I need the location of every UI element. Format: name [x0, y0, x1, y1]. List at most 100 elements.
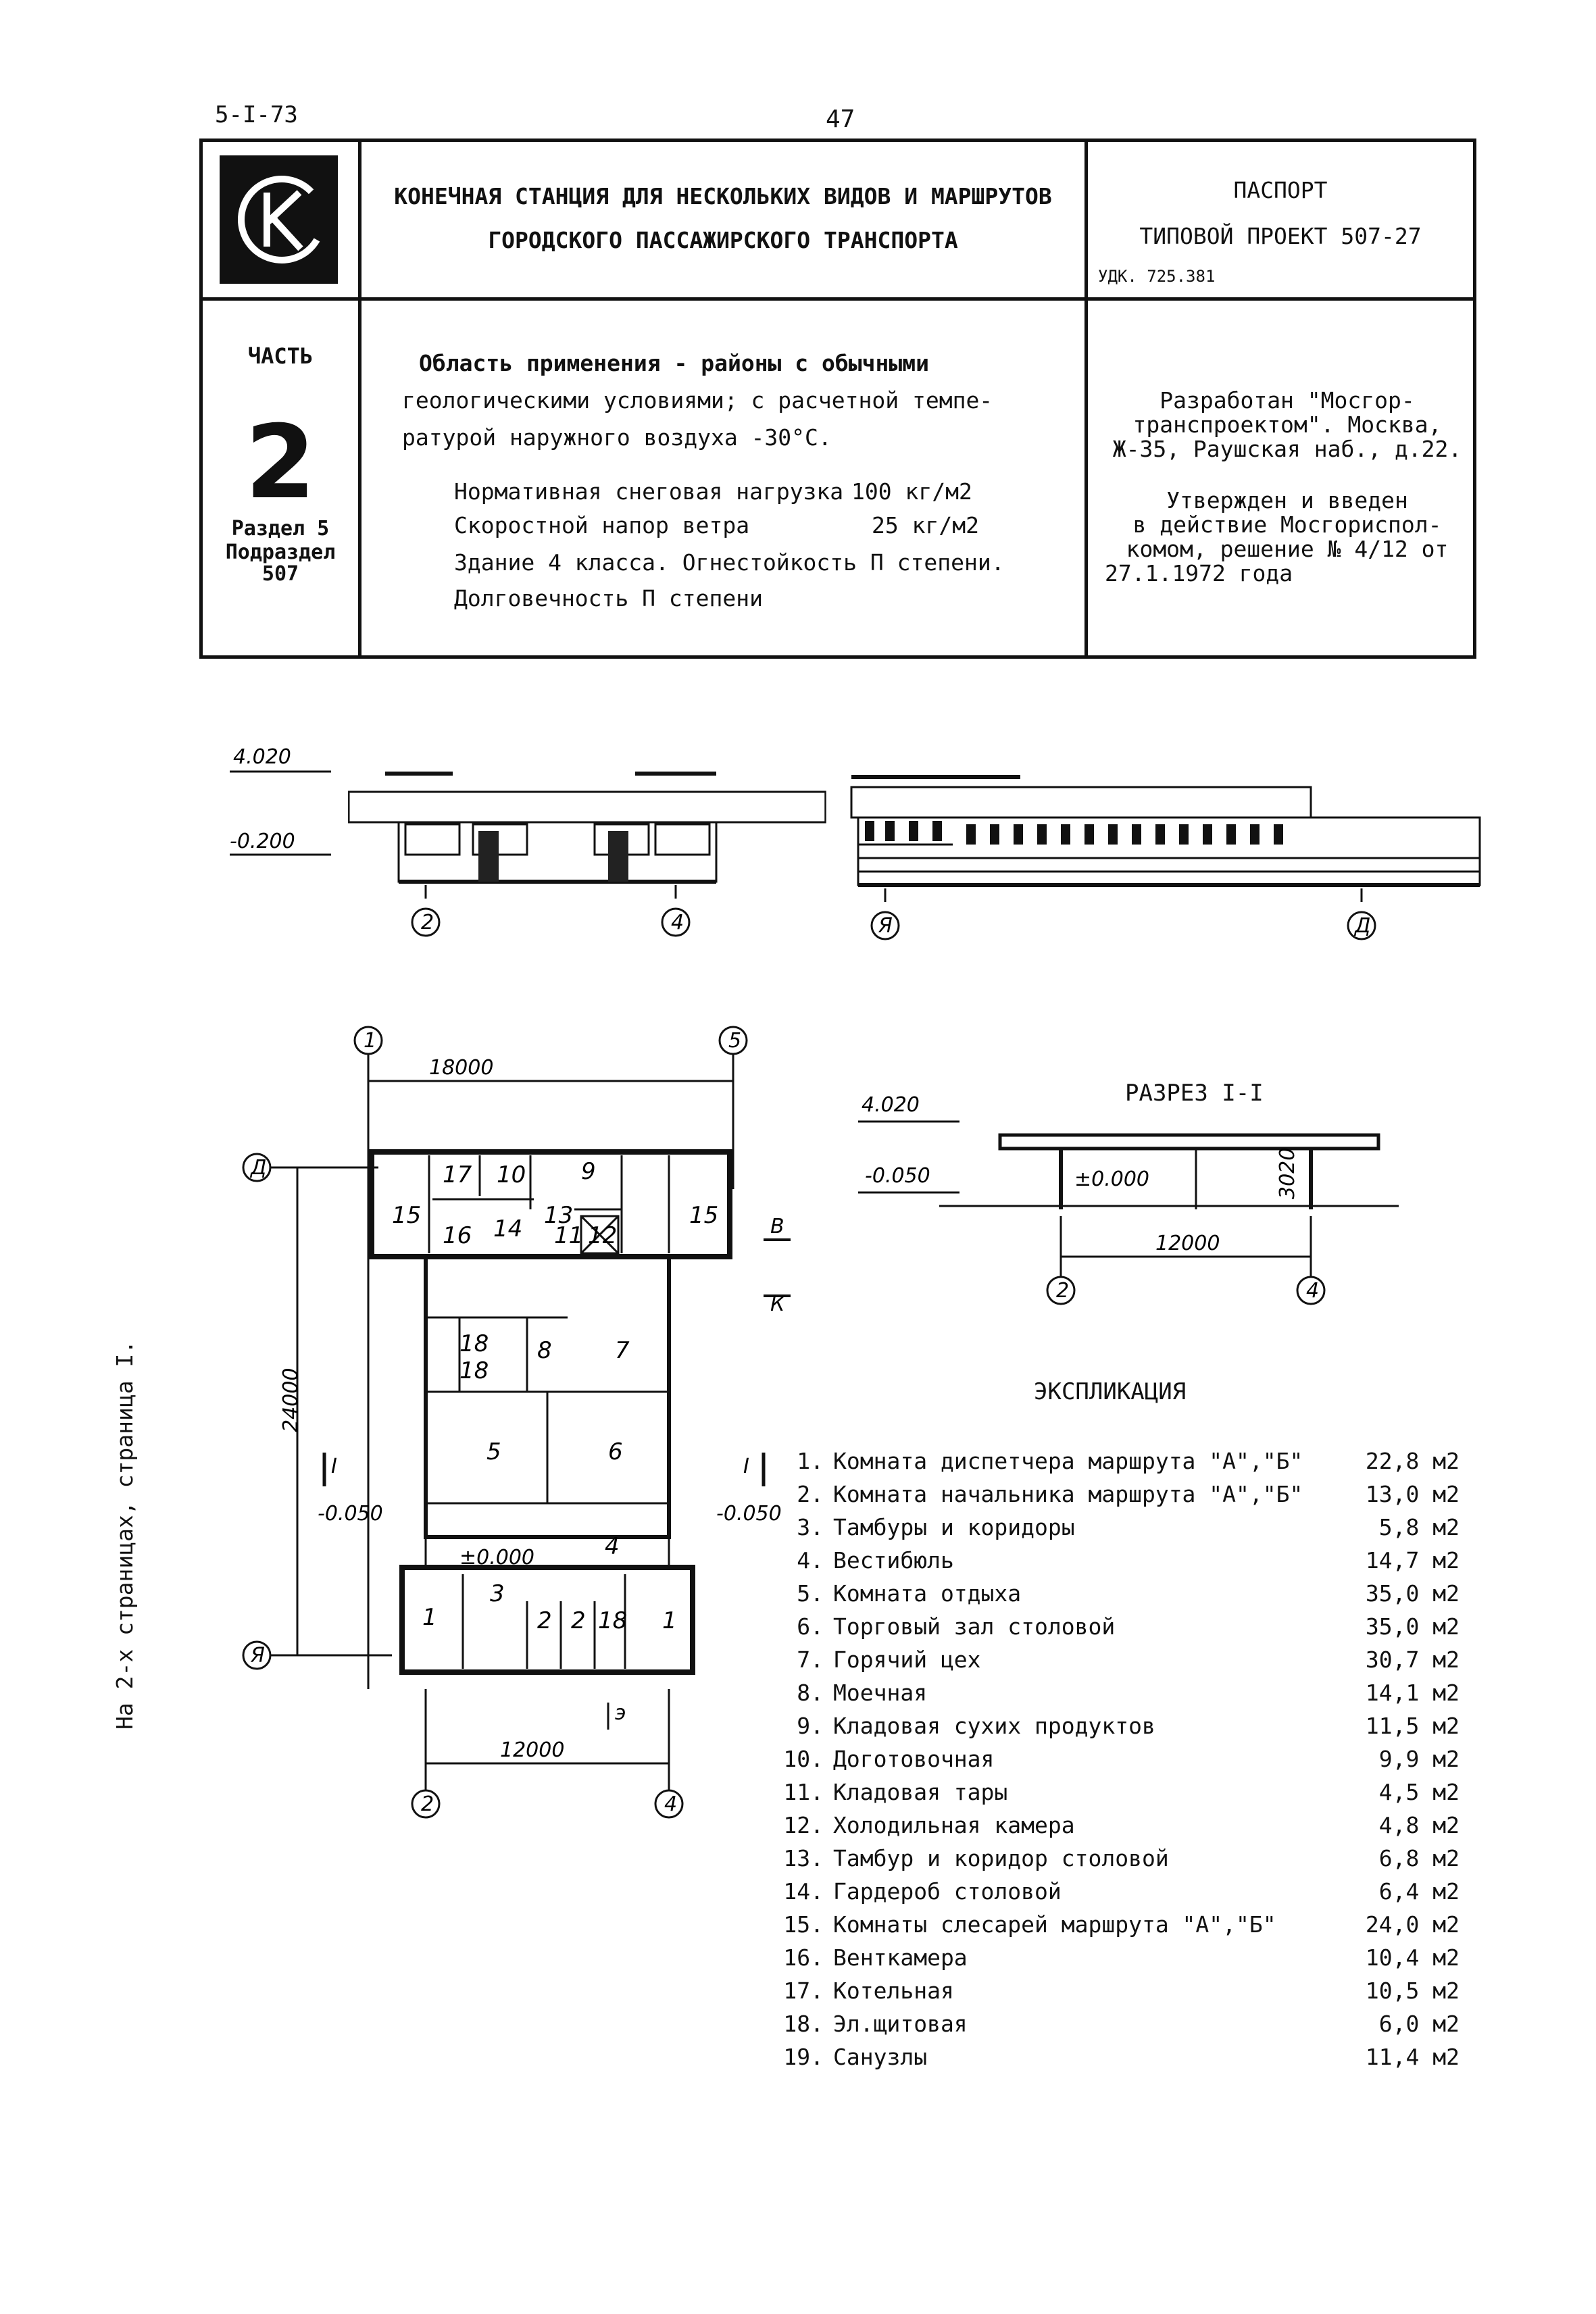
room-label: 6 [608, 1438, 623, 1465]
room-label: 11 [554, 1222, 583, 1249]
room-label: 3 [490, 1580, 505, 1607]
explication-row: 8. Моечная 14,1 м2 [767, 1676, 1460, 1709]
explication-area: 10,4 м2 [1365, 1944, 1460, 1971]
part-label: ЧАСТЬ [247, 343, 314, 369]
explication-area: 30,7 м2 [1365, 1646, 1460, 1673]
explication-num: 11. [783, 1779, 824, 1805]
explication-name: Моечная [833, 1680, 928, 1706]
explication-name: Комната диспетчера маршрута "А","Б" [833, 1448, 1303, 1474]
explication-num: 1. [797, 1448, 824, 1474]
section-axis-2: 2 [1056, 1279, 1069, 1303]
explication-name: Комната отдыха [833, 1580, 1022, 1607]
explication-num: 15. [783, 1911, 824, 1938]
explication-name: Тамбуры и коридоры [833, 1514, 1075, 1540]
explication-name: Кладовая сухих продуктов [833, 1713, 1155, 1739]
plan-dim-width: 18000 [429, 1056, 493, 1080]
explication-area: 11,5 м2 [1365, 1713, 1460, 1739]
explication-row: 2.Комната начальника маршрута "А","Б"13,… [767, 1478, 1460, 1511]
explication-name: Котельная [833, 1978, 954, 2004]
explication-num: 4. [797, 1547, 824, 1574]
explication-num: 10. [783, 1746, 824, 1772]
plan-section-mark-right: I [743, 1455, 749, 1478]
explication-name: Эл.щитовая [833, 2011, 968, 2037]
room-label: 2 [571, 1607, 586, 1634]
room-label: 17 [443, 1161, 472, 1188]
explication-num: 2. [797, 1481, 824, 1507]
explication-area: 6,0 м2 [1378, 2011, 1460, 2037]
explication-num: 3. [797, 1514, 824, 1540]
page-number: 47 [826, 105, 855, 133]
explication-name: Тамбур и коридор столовой [833, 1845, 1169, 1871]
room-label: 10 [497, 1161, 526, 1188]
explication-area: 11,4 м2 [1365, 2044, 1460, 2070]
section-height: 3020 [1276, 1148, 1299, 1199]
developer-block: Разработан "Мосгор- транспроектом". Моск… [1105, 388, 1470, 586]
room-label: 13 [544, 1202, 573, 1229]
developer-cell [1084, 297, 1476, 659]
explication-area: 6,4 м2 [1378, 1878, 1460, 1905]
plan-dim-inner: 12000 [500, 1738, 564, 1762]
room-label: 8 [537, 1337, 552, 1364]
explication-name: Венткамера [833, 1944, 968, 1971]
explication-num: 18. [783, 2011, 824, 2037]
room-label: 18 [459, 1330, 489, 1357]
explication-num: 13. [783, 1845, 824, 1871]
application-line-2: геологическими условиями; с расчетной те… [402, 387, 993, 413]
section-axis-4: 4 [1306, 1279, 1319, 1303]
plan-section-mark-left: I [331, 1455, 337, 1478]
sk-logo-icon [238, 176, 326, 263]
logo: СК [220, 155, 338, 284]
developer-line-3: Ж-35, Раушская наб., д.22. [1112, 436, 1462, 462]
explication-row: 3. Тамбуры и коридоры 5,8 м2 [767, 1511, 1460, 1544]
explication-area: 10,5 м2 [1365, 1978, 1460, 2004]
explication-area: 4,5 м2 [1378, 1779, 1460, 1805]
explication-area: 35,0 м2 [1365, 1580, 1460, 1607]
explication-num: 8. [797, 1680, 824, 1706]
section-level-top: 4.020 [862, 1093, 920, 1117]
explication-name: Санузлы [833, 2044, 928, 2070]
explication-num: 19. [783, 2044, 824, 2070]
section-level-floor: ±0.000 [1074, 1167, 1149, 1191]
passport-label: ПАСПОРТ [1233, 177, 1328, 203]
explication-area: 9,9 м2 [1378, 1746, 1460, 1772]
room-label: 2 [537, 1607, 552, 1634]
explication-area: 5,8 м2 [1378, 1514, 1460, 1540]
page-code: 5-I-73 [215, 101, 298, 128]
approved-line-2: в действие Мосгориспол- [1132, 511, 1442, 538]
room-label: 1 [662, 1607, 677, 1634]
plan-mark-k: К [770, 1292, 786, 1316]
snow-label: Нормативная снеговая нагрузка [454, 478, 844, 505]
wind-label: Скоростной напор ветра [454, 512, 750, 538]
application-line-1: Область применения - районы с обычными [419, 350, 929, 376]
developer-line-1: Разработан "Мосгор- [1159, 387, 1415, 413]
explication-num: 6. [797, 1613, 824, 1640]
elev-axis-4: 4 [671, 911, 684, 934]
room-label: 12 [588, 1222, 617, 1249]
plan-mark-e: э [615, 1701, 626, 1725]
explication-area: 14,1 м2 [1365, 1680, 1460, 1706]
plan-mark-v: В [770, 1215, 784, 1238]
subsection-label: Подраздел [225, 540, 336, 564]
explication-list: 1.Комната диспетчера маршрута "А","Б"22,… [767, 1444, 1460, 2080]
part-number: 2 [245, 404, 316, 522]
room-label: 4 [605, 1533, 620, 1560]
side-elevation: Я Д [850, 775, 1481, 940]
explication-num: 14. [783, 1878, 824, 1905]
elev-axis-d: Д [1353, 914, 1370, 938]
explication-area: 14,7 м2 [1365, 1547, 1460, 1574]
plan-level-right: -0.050 [716, 1502, 782, 1526]
elev-level-bottom: -0.200 [230, 830, 295, 853]
plan-axis-5: 5 [728, 1029, 741, 1053]
plan-dim-height: 24000 [279, 1368, 303, 1432]
udk-label: УДК. 725.381 [1098, 267, 1216, 286]
room-label: 16 [443, 1222, 472, 1249]
section-dim: 12000 [1155, 1232, 1220, 1255]
section-title: РАЗРЕЗ I-I [1125, 1080, 1264, 1107]
wind-value: 25 кг/м2 [872, 512, 979, 538]
floor-plan: 18000 24000 12000 1 5 2 4 Д Я -0.050 -0.… [242, 1026, 791, 1819]
